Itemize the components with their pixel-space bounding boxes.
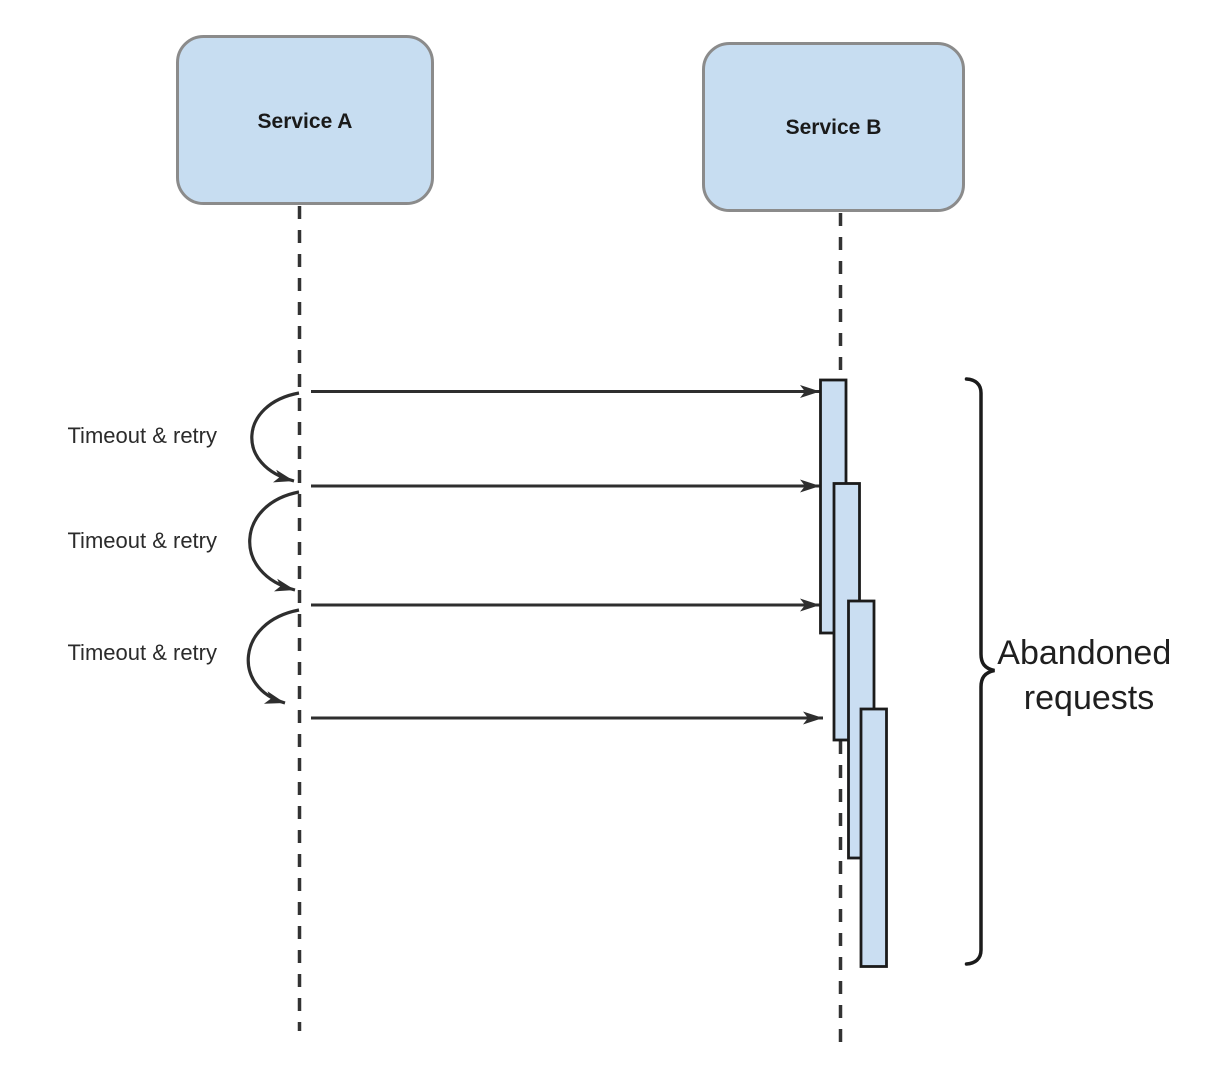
retry-loop-arrow-1 xyxy=(250,391,300,483)
retry-label-1: Timeout & retry xyxy=(67,423,217,448)
abandoned-label-line-1: Abandoned xyxy=(997,634,1171,672)
messages-layer xyxy=(311,385,823,725)
actor-service-a: Service A xyxy=(176,35,434,205)
retry-loop-arrow-2 xyxy=(248,490,300,592)
activations-layer xyxy=(819,378,888,968)
actor-service-b: Service B xyxy=(702,42,965,212)
lifelines-layer xyxy=(297,206,843,1042)
retry-loops-layer xyxy=(246,391,300,705)
retry-label-2: Timeout & retry xyxy=(67,528,217,553)
actor-label-service-b: Service B xyxy=(786,116,882,139)
actor-label-service-a: Service A xyxy=(258,110,353,133)
actor-box-service-b xyxy=(702,42,965,212)
activation-bar-4 xyxy=(859,707,888,968)
abandoned-requests-brace xyxy=(964,377,995,966)
abandoned-requests-label: Abandoned requests xyxy=(997,634,1180,717)
retry-label-3: Timeout & retry xyxy=(67,640,217,665)
retry-loop-arrow-3 xyxy=(246,608,300,705)
actor-box-service-a xyxy=(176,35,434,205)
abandoned-label-line-2: requests xyxy=(1024,679,1154,717)
